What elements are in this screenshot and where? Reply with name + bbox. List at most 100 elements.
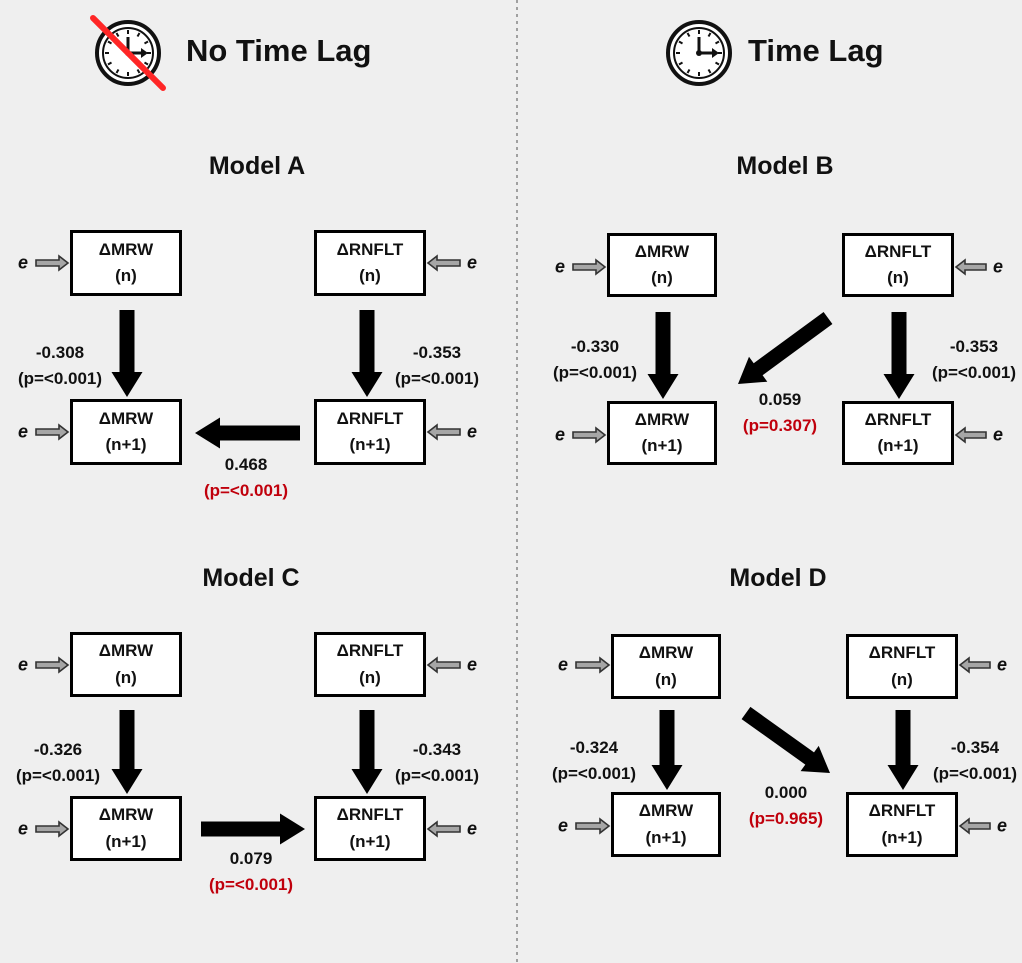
error-label: e — [557, 815, 569, 836]
error-label: e — [466, 654, 478, 675]
model-b-mrw-auto-coef: -0.330 (p=<0.001) — [553, 334, 637, 387]
node-label: ΔMRW — [634, 241, 690, 261]
node-label: ΔMRW — [638, 643, 694, 663]
node-label: ΔMRW — [98, 239, 154, 259]
model-b-node-mrw-n1: ΔMRW (n+1) — [607, 401, 717, 465]
model-c-cross-path-arrow — [201, 813, 305, 845]
node-subscript: (n) — [359, 667, 381, 687]
node-subscript: (n+1) — [349, 831, 391, 851]
model-d-node-mrw-n: ΔMRW (n) — [611, 634, 721, 699]
node-subscript: (n+1) — [645, 827, 687, 847]
node-label: ΔMRW — [634, 409, 690, 429]
coef-p: (p=0.965) — [748, 809, 824, 829]
node-subscript: (n) — [655, 669, 677, 689]
model-c-node-rnflt-n1: ΔRNFLT (n+1) — [314, 796, 426, 861]
node-subscript: (n) — [887, 268, 909, 287]
model-a-mrw-auto-coef: -0.308 (p=<0.001) — [18, 340, 102, 393]
error-label: e — [996, 654, 1008, 675]
coef-p: (p=<0.001) — [932, 764, 1018, 784]
model-a-mrw-autoregressive-arrow — [111, 310, 143, 397]
error-arrow — [35, 656, 70, 674]
node-subscript: (n+1) — [105, 831, 147, 851]
node-subscript: (n) — [115, 266, 137, 285]
node-label: ΔMRW — [98, 805, 154, 825]
node-label: ΔRNFLT — [336, 805, 404, 825]
model-b-node-rnflt-n: ΔRNFLT (n) — [842, 233, 954, 297]
model-a-node-mrw-n: ΔMRW (n) — [70, 230, 182, 296]
node-subscript: (n+1) — [349, 435, 391, 454]
error-arrow — [426, 820, 461, 838]
model-a-node-mrw-n1: ΔMRW (n+1) — [70, 399, 182, 465]
model-d-title: Model D — [729, 564, 827, 592]
model-c-node-mrw-n: ΔMRW (n) — [70, 632, 182, 697]
header-title-no-time-lag: No Time Lag — [186, 33, 372, 68]
model-d-mrw-autoregressive-arrow — [651, 710, 683, 790]
model-d-mrw-auto-coef: -0.324 (p=<0.001) — [552, 735, 636, 788]
coef-p: (p=<0.001) — [394, 369, 480, 389]
model-c-mrw-auto-coef: -0.326 (p=<0.001) — [16, 737, 100, 790]
coef-p: (p=<0.001) — [394, 766, 480, 786]
coef-p: (p=<0.001) — [208, 875, 294, 895]
model-d-rnflt-autoregressive-arrow — [887, 710, 919, 790]
node-label: ΔRNFLT — [864, 409, 932, 429]
model-c-title: Model C — [202, 564, 300, 592]
coef-value: -0.343 — [412, 740, 462, 759]
coef-value: 0.079 — [229, 849, 273, 868]
error-label: e — [992, 424, 1004, 445]
node-label: ΔMRW — [98, 641, 154, 661]
error-arrow — [572, 426, 607, 444]
coef-p: (p=<0.001) — [17, 369, 103, 389]
clock-crossed-out-icon — [90, 15, 166, 91]
node-label: ΔMRW — [98, 408, 154, 428]
model-b-node-mrw-n: ΔMRW (n) — [607, 233, 717, 297]
model-c-cross-coef: 0.079 (p=<0.001) — [209, 846, 293, 899]
error-label: e — [554, 256, 566, 277]
node-subscript: (n) — [359, 266, 381, 285]
coef-value: -0.353 — [412, 343, 462, 362]
error-arrow — [426, 656, 461, 674]
model-a-cross-path-arrow — [195, 417, 300, 449]
model-c-node-rnflt-n: ΔRNFLT (n) — [314, 632, 426, 697]
error-arrow — [954, 258, 987, 276]
node-subscript: (n+1) — [105, 435, 147, 454]
model-c-mrw-autoregressive-arrow — [111, 710, 143, 794]
node-label: ΔRNFLT — [864, 241, 932, 261]
error-label: e — [17, 818, 29, 839]
node-subscript: (n) — [891, 669, 913, 689]
model-d-cross-coef: 0.000 (p=0.965) — [749, 780, 823, 833]
model-b-node-rnflt-n1: ΔRNFLT (n+1) — [842, 401, 954, 465]
coef-p: (p=<0.001) — [15, 766, 101, 786]
model-b-cross-path-arrow — [738, 312, 833, 384]
header-title-time-lag: Time Lag — [748, 33, 884, 68]
error-arrow — [426, 423, 461, 441]
error-label: e — [554, 424, 566, 445]
model-c-rnflt-auto-coef: -0.343 (p=<0.001) — [395, 737, 479, 790]
model-c-rnflt-autoregressive-arrow — [351, 710, 383, 794]
model-a-rnflt-auto-coef: -0.353 (p=<0.001) — [395, 340, 479, 393]
error-arrow — [426, 254, 461, 272]
error-arrow — [575, 656, 611, 674]
model-d-rnflt-auto-coef: -0.354 (p=<0.001) — [933, 735, 1017, 788]
node-label: ΔRNFLT — [868, 643, 936, 663]
error-label: e — [17, 421, 29, 442]
error-arrow — [958, 656, 991, 674]
model-b-title: Model B — [736, 152, 834, 180]
error-label: e — [466, 421, 478, 442]
model-b-rnflt-auto-coef: -0.353 (p=<0.001) — [932, 334, 1016, 387]
coef-value: -0.308 — [35, 343, 85, 362]
model-b-cross-coef: 0.059 (p=0.307) — [743, 387, 817, 440]
error-label: e — [992, 256, 1004, 277]
coef-p: (p=<0.001) — [552, 363, 638, 383]
coef-p: (p=<0.001) — [931, 363, 1017, 383]
node-subscript: (n) — [115, 667, 137, 687]
error-arrow — [572, 258, 607, 276]
node-label: ΔRNFLT — [336, 408, 404, 428]
model-a-node-rnflt-n: ΔRNFLT (n) — [314, 230, 426, 296]
node-label: ΔRNFLT — [868, 801, 936, 821]
coef-value: 0.059 — [758, 390, 802, 409]
coef-value: -0.326 — [33, 740, 83, 759]
error-arrow — [958, 817, 991, 835]
model-d-node-mrw-n1: ΔMRW (n+1) — [611, 792, 721, 857]
node-subscript: (n+1) — [877, 436, 919, 455]
